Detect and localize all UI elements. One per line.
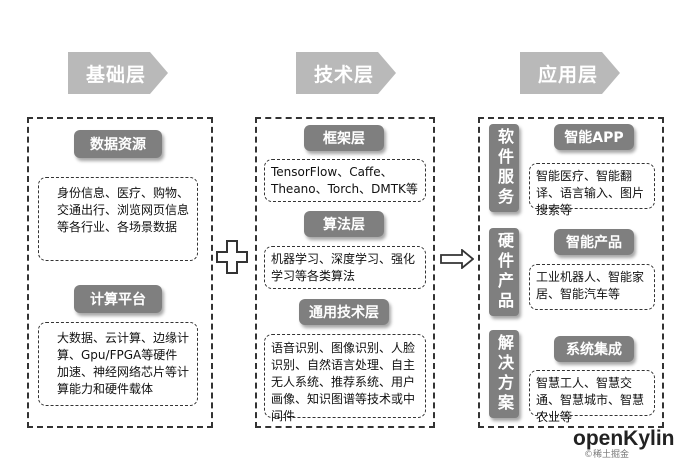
- foundation-header-label: 基础层: [86, 63, 147, 86]
- smart-app-title-label: 智能APP: [564, 130, 624, 146]
- smart-products-box: 工业机器人、智能家居、智能汽车等: [529, 264, 655, 310]
- smart-products-title: 智能产品: [554, 229, 634, 255]
- data-resources-title-label: 数据资源: [90, 137, 146, 153]
- watermark: ©稀土掘金: [584, 447, 629, 460]
- compute-platform-title: 计算平台: [74, 285, 162, 313]
- compute-platform-title-label: 计算平台: [90, 292, 146, 308]
- technology-panel: [255, 117, 435, 428]
- data-resources-title: 数据资源: [74, 130, 162, 158]
- system-integration-title: 系统集成: [554, 336, 634, 362]
- compute-platform-box: 大数据、云计算、边缘计算、Gpu/FPGA等硬件加速、神经网络芯片等计算能力和硬…: [38, 322, 198, 406]
- application-panel: [478, 117, 664, 428]
- technology-header: 技术层: [296, 52, 396, 94]
- compute-platform-text: 大数据、云计算、边缘计算、Gpu/FPGA等硬件加速、神经网络芯片等计算能力和硬…: [57, 331, 190, 396]
- system-integration-title-label: 系统集成: [566, 342, 622, 358]
- foundation-header: 基础层: [68, 52, 168, 94]
- data-resources-box: 身份信息、医疗、购物、交通出行、浏览网页信息等各行业、各场景数据: [38, 177, 198, 261]
- algorithm-box: 机器学习、深度学习、强化学习等各类算法: [264, 246, 426, 289]
- algorithm-title: 算法层: [304, 211, 384, 237]
- smart-app-box: 智能医疗、智能翻译、语言输入、图片搜索等: [529, 163, 655, 217]
- system-integration-box: 智慧工人、智慧交通、智慧城市、智慧农业等: [529, 370, 655, 424]
- software-services-label: 软件服务: [489, 124, 519, 212]
- smart-products-title-label: 智能产品: [566, 235, 622, 251]
- general-tech-title: 通用技术层: [299, 299, 389, 325]
- openkylin-logo: openKylin: [573, 427, 675, 451]
- application-header: 应用层: [520, 52, 620, 94]
- smart-app-title: 智能APP: [554, 124, 634, 150]
- smart-app-text: 智能医疗、智能翻译、语言输入、图片搜索等: [536, 169, 645, 217]
- algorithm-title-label: 算法层: [323, 217, 365, 233]
- solutions-label-text: 解决方案: [495, 334, 514, 414]
- hardware-products-label-text: 硬件产品: [495, 232, 514, 312]
- general-tech-text: 语音识别、图像识别、人脸识别、自然语言处理、自主无人系统、推荐系统、用户画像、知…: [271, 341, 416, 423]
- technology-header-label: 技术层: [314, 63, 375, 86]
- foundation-panel: [27, 117, 213, 428]
- smart-products-text: 工业机器人、智能家居、智能汽车等: [536, 270, 645, 301]
- general-tech-title-label: 通用技术层: [309, 305, 379, 321]
- software-services-label-text: 软件服务: [495, 128, 514, 208]
- general-tech-box: 语音识别、图像识别、人脸识别、自然语言处理、自主无人系统、推荐系统、用户画像、知…: [264, 334, 426, 423]
- plus-icon: [216, 240, 248, 274]
- framework-text: TensorFlow、Caffe、Theano、Torch、DMTK等: [271, 165, 418, 196]
- framework-box: TensorFlow、Caffe、Theano、Torch、DMTK等: [264, 159, 426, 202]
- hollow-right-arrow-icon: [440, 248, 475, 270]
- system-integration-text: 智慧工人、智慧交通、智慧城市、智慧农业等: [536, 376, 645, 424]
- solutions-label: 解决方案: [489, 330, 519, 418]
- hardware-products-label: 硬件产品: [489, 228, 519, 316]
- application-header-label: 应用层: [538, 63, 599, 86]
- algorithm-text: 机器学习、深度学习、强化学习等各类算法: [271, 252, 416, 283]
- openkylin-logo-text: openKylin: [573, 427, 675, 450]
- data-resources-text: 身份信息、医疗、购物、交通出行、浏览网页信息等各行业、各场景数据: [57, 186, 190, 234]
- watermark-text: ©稀土掘金: [584, 450, 630, 460]
- framework-title-label: 框架层: [323, 131, 365, 147]
- framework-title: 框架层: [304, 125, 384, 151]
